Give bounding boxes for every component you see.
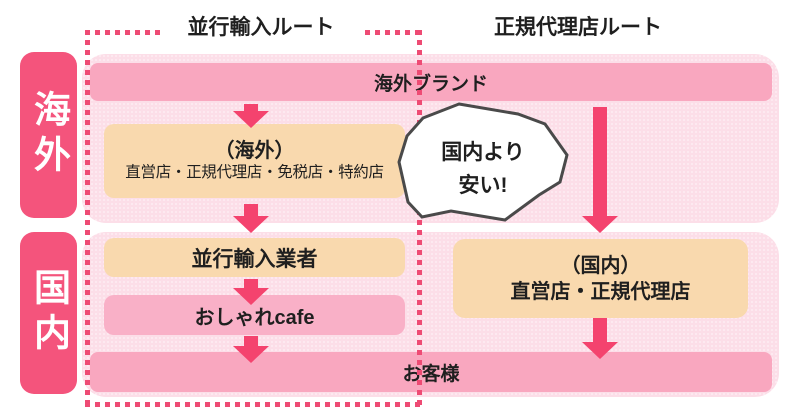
dotted-border-bottom xyxy=(85,402,422,407)
down-arrow-icon xyxy=(233,279,269,305)
overseas-stores-heading: （海外） xyxy=(214,140,295,162)
down-arrow-icon xyxy=(582,107,618,233)
domestic-stores-heading: （国内） xyxy=(560,254,641,277)
speech-bubble-line1: 国内より xyxy=(441,141,525,164)
domestic-stores-detail: 直営店・正規代理店 xyxy=(510,280,691,303)
domestic-region-label: 国内 xyxy=(20,232,77,394)
speech-bubble-shape xyxy=(397,102,569,222)
parallel-route-title: 並行輸入ルート xyxy=(162,15,360,41)
customer-bar: お客様 xyxy=(90,352,772,392)
official-route-title: 正規代理店ルート xyxy=(494,16,662,39)
dotted-border-right xyxy=(417,30,422,407)
overseas-stores-detail: 直営店・正規代理店・免税店・特約店 xyxy=(125,164,384,181)
speech-bubble-text: 国内より 安い! xyxy=(418,136,548,202)
dotted-border-left xyxy=(85,30,90,407)
down-arrow-icon xyxy=(233,104,269,128)
domestic-stores-box: （国内） 直営店・正規代理店 xyxy=(453,239,748,318)
down-arrow-icon xyxy=(233,336,269,363)
speech-bubble xyxy=(397,102,569,222)
parallel-importer-box: 並行輸入業者 xyxy=(104,238,405,277)
overseas-stores-box: （海外） 直営店・正規代理店・免税店・特約店 xyxy=(104,124,405,198)
down-arrow-icon xyxy=(233,204,269,233)
overseas-region-label: 海外 xyxy=(20,52,77,218)
overseas-brand-bar: 海外ブランド xyxy=(90,63,772,101)
speech-bubble-line2: 安い! xyxy=(458,174,508,197)
down-arrow-icon xyxy=(582,318,618,359)
